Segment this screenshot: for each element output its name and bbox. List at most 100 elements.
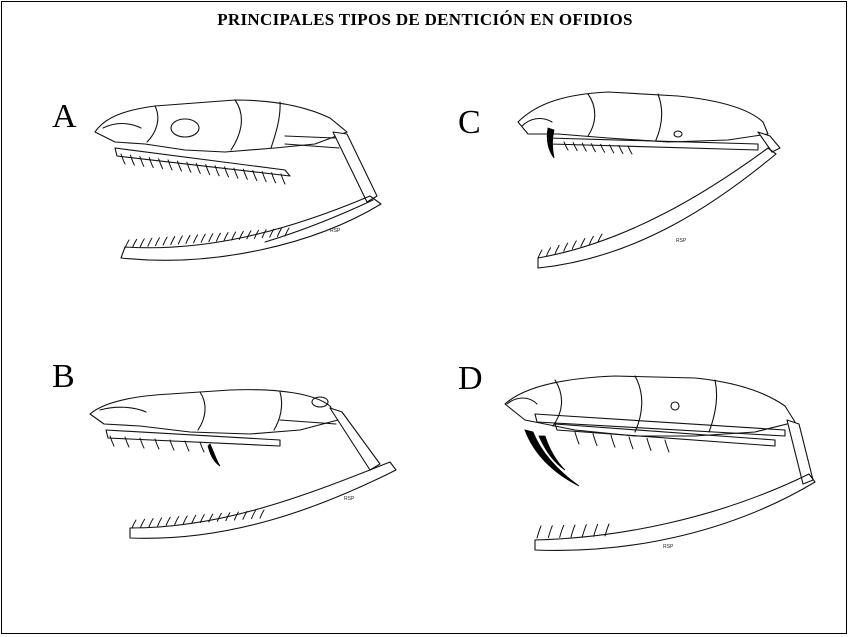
tooth [546,247,552,257]
signature-b: RSP [344,496,355,502]
tooth [174,516,180,526]
tooth [261,171,267,183]
tooth [139,437,145,449]
tooth [581,142,587,152]
tooth [154,438,160,450]
skull-drawing-d: RSP [504,375,816,551]
mandible-d [534,473,816,551]
tooth [547,525,553,539]
tooth [559,524,565,538]
tooth [646,437,652,451]
maxilla-d [534,413,786,437]
figure-title: PRINCIPALES TIPOS DE DENTICIÓN EN OFIDIO… [217,10,633,29]
signature-d: RSP [663,544,674,550]
tooth [167,159,173,171]
tooth [280,173,286,185]
tooth [231,231,237,241]
tooth [200,233,206,243]
tooth [185,234,191,244]
maxilla-b [105,429,281,447]
tooth [154,237,160,247]
maxilla-a [114,147,291,177]
tooth [170,236,176,246]
tooth [165,516,171,526]
tooth [574,431,580,445]
tooth [242,510,248,520]
tooth [537,249,543,259]
tooth [148,518,154,528]
tooth [571,240,577,250]
tooth [604,523,610,537]
tooth [191,514,197,524]
tooth [216,512,222,522]
tooth [250,510,256,520]
tooth [238,230,244,240]
tooth [208,233,214,243]
tooth [259,509,265,519]
tooth [224,166,230,178]
tooth [581,524,587,538]
cranium-a [94,99,348,153]
skull-drawing-c: RSP [517,91,781,269]
tooth [208,513,214,523]
tooth [158,158,164,170]
rear-fang-b [207,443,221,467]
tooth [233,167,239,179]
tooth [225,512,231,522]
tooth [563,242,569,252]
mandible-a [120,195,382,261]
tooth [139,238,145,248]
tooth [140,518,146,528]
tooth [563,141,569,151]
tooth [609,144,615,154]
tooth [199,441,205,453]
tooth [195,162,201,174]
tooth [120,153,126,165]
signature-c: RSP [676,238,687,244]
tooth [618,144,624,154]
tooth [205,164,211,176]
tooth [157,517,163,527]
tooth [193,234,199,244]
quadrate-b [329,407,381,471]
maxilla-c [547,137,759,151]
tooth [627,145,633,155]
signature-a: RSP [330,228,341,234]
tooth [184,440,190,452]
mandible-b [129,461,397,539]
tooth [109,435,115,447]
skull-drawing-b: RSP [89,389,397,539]
panel-label-d: D [458,360,483,397]
tooth [570,524,576,538]
tooth [233,511,239,521]
quadrate-a [332,131,378,203]
tooth [284,227,290,237]
tooth [186,161,192,173]
tooth [600,143,606,153]
tooth [588,235,594,245]
tooth [590,143,596,153]
tooth [162,236,168,246]
panel-label-b: B [52,358,75,395]
skull-drawing-a [94,99,382,261]
cranium-b [89,389,339,435]
quadrate-c [757,131,781,153]
tooth [131,519,137,529]
tooth [592,433,598,447]
tooth [246,230,252,240]
tooth [261,229,267,239]
tooth [254,229,260,239]
tubular-fang-d [524,429,580,487]
tubular-fang-d-2 [538,435,566,471]
tooth [572,142,578,152]
tooth [593,523,599,537]
tooth [271,172,277,184]
tooth [199,514,205,524]
tooth [242,168,248,180]
tooth [223,232,229,242]
tooth [276,228,282,238]
cranium-d [504,375,796,437]
front-fang-c [546,127,555,159]
tooth [554,244,560,254]
